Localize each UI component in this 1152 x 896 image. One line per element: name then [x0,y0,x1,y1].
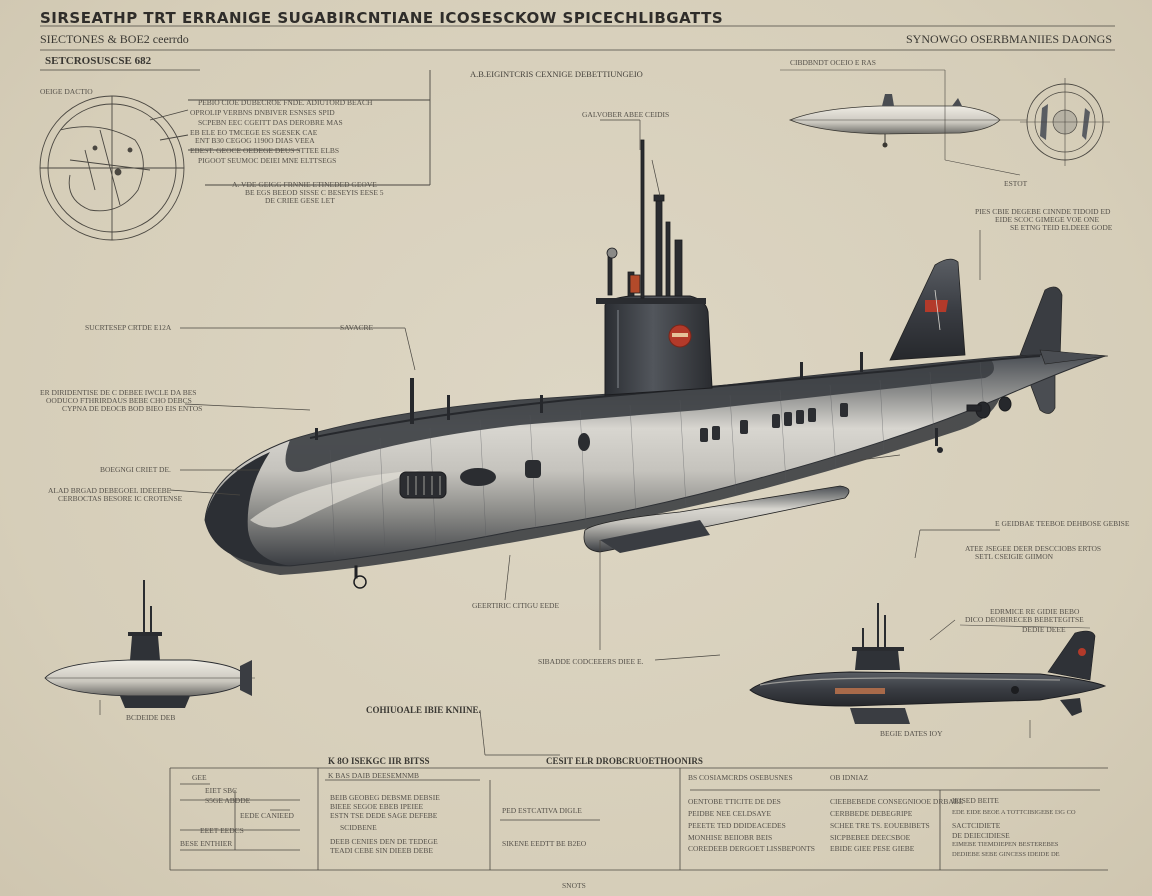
right-sub-note-2: DEDIE DEEE [1022,625,1066,634]
top-right-profile [780,69,1110,176]
sail-tag: SAVACRE [340,323,374,332]
top-right-label: CIBDBNDT OCEIO E RAS [790,58,876,67]
table-col1-row-5: BESE ENTHIER [180,839,233,848]
sail-label: SUCRTESEP CRTDE E12A [85,323,172,332]
table-col4-row-1: PEIDBE NEE CELDSAYE [688,809,772,818]
below-sub-label-2: SIBADDE CODCEEERS DIEE E. [538,657,644,666]
top-center-label: A.B.EIGINTCRIS CEXNIGE DEBETTIUNGEIO [470,69,643,79]
section-code: SETCROSUSCSE 682 [45,55,152,67]
inset-note-1: OPROLIP VERBNS DNBIVER ESNSES SPID [190,108,335,117]
left-note2: BOEGNGI CRIET DE. [100,465,171,474]
right-note-1: EIDE SCOC GIMEGE VOE ONE [995,215,1100,224]
subtitle-left: SIECTONES & BOE2 ceerrdo [40,32,189,46]
table-col5-row-3: SICPBEBEE DEECSBOE [830,833,911,842]
table-col1-row-0: GEE [192,773,207,782]
inset-note-2: SCPEBN EEC CGEITT DAS DEROBRE MAS [198,118,343,127]
table-col1-row-3: EEDE CANIEED [240,811,294,820]
small-sub-right [749,603,1107,738]
table-col2-row-0: BEIB GEOBEG DEBSME DEBSIE [330,793,440,802]
inset-note2-1: EBEST. GEOCE OEDEGE DEUS STTEE ELBS [190,146,340,155]
inset-note2-0: ENT B30 CEGOG 1190O DIAS VEEA [195,136,315,145]
inset-circle-diagram [39,70,431,241]
sub-center-note-2: DE CRIEE GESE LET [265,196,335,205]
table-col2-row-1: BIEEE SEGOE EBEB IPEIEE [330,802,424,811]
leader-lines [169,119,1000,756]
table-col2-row-3: SCIDBENE [340,823,377,832]
left-note3-0: ALAD BRGAD DEBEGOEL IDEEEBE [48,486,172,495]
left-note3-1: CERBOCTAS BESORE IC CROTENSE [58,494,183,503]
left-note1-2: CYPNA DE DEOCB BOD BIEO EIS ENTOS [62,404,203,413]
right-sub-note-1: DICO DEOBIRECEB BEBETEGITSE [965,615,1084,624]
header-rules [40,25,1115,71]
inset-note-3: EB ELE EO TMCEGE ES SGESEK CAE [190,128,318,137]
table-col4-row-0: OENTOBE TTICITE DE DES [688,797,781,806]
table-col6-row-3: EIMEBE TIEMDIEPEN BESTEREBES [952,841,1059,848]
small-sub-left [44,580,255,715]
table-col4-row-2: PEEETE TED DDIDEACEDES [688,821,786,830]
table-col2-header: K BAS DAIB DEESEMNMB [328,771,420,780]
right-mid-note-0: E GEIDBAE TEEBOE DEHBOSE GEBISE [995,519,1130,528]
below-sub-label: GEERTIRIC CITIGU EEDE [472,601,560,610]
footer-center-title: CESIT ELR DROBCRUOETHOONIRS [546,756,703,766]
small-left-sub-note: BCDEIDE DEB [126,713,176,722]
table-col4-header: BS COSIAMCRDS OSEBUSNES [688,773,793,782]
table-col4-row-4: COREDEEB DERGOET LISSBEPONTS [688,844,815,853]
main-submarine [204,139,1109,589]
right-note-2: SE ETNG TEID ELDEEE GODE [1010,223,1113,232]
right-note-0: PIES CBIE DEGEBE CINNDE TIDOID ED [975,207,1111,216]
table-col6-row-1: SACTCIDIETE [952,821,1001,830]
subtitle-right: SYNOWGO OSERBMANIIES DAONGS [905,32,1112,46]
table-col6-header: IEISED BEITE [952,796,999,805]
table-col4-row-3: MONHISE BEIIOBR BEIS [688,833,773,842]
table-col5-row-0: CIEEBEBEDE CONSEGNIOOE DRBABE [830,797,964,806]
table-col2-row-2: ESTN TSE DEDE SAGE DEFEBE [330,811,438,820]
bottom-right-small: BEGIE DATES IOY [880,729,943,738]
bottom-table-frame [169,767,1108,871]
table-col1-row-2: S5GE ABDDE [205,796,251,805]
center-label: COHIUOALE IBIE KNIINE. [366,705,481,715]
table-col2-row-5: TEADI CEBE SIN DIEEB DEBE [330,846,433,855]
right-mid-note-2: SETL CSEIGIE GIIMON [975,552,1054,561]
table-col3-row-1: SIKENE EEDTT BE B2EO [502,839,587,848]
table-col2-row-4: DEEB CENIES DEN DE TEDEGE [330,837,438,846]
top-right-small: ESTOT [1004,179,1028,188]
table-col1-row-1: EIET SBC [205,786,238,795]
table-col5-row-2: SCHEE TRE TS. EOUEBIBETS [830,821,930,830]
sub-center-note-1: BE EGS BEEOD SISSE C BESEYIS EESE 5 [245,188,384,197]
left-note1-1: OODUCO FTHRIRDAUS BEBE CHO DEBCS [46,396,192,405]
table-col6-row-4: DEDIEBE SEBE GINCESS IDEIDE DE [952,851,1060,858]
galvanic-label: GALVOBER ABEE CEIDIS [582,110,670,119]
inset-note2-2: PIGOOT SEUMOC DEIEI MNE ELTTSEGS [198,156,337,165]
left-note1-0: ER DIRIDENTISE DE C DEBEE IWCLE DA BES [40,388,197,397]
inset-note-0: PEBIO CIOE DUBECROE FNDE. ADIUTORD BEACH [198,98,373,107]
table-col5-row-1: CERBBEDE DEBEGRIPE [830,809,913,818]
footer-left-title: K 8O ISEKGC IIR BITSS [328,756,430,766]
table-col3-row-0: PED ESTCATIVA DIGLE [502,806,582,815]
table-col6-row-0: EDE EIDE BEOE A TOTTCIBIGEBE I3G CO [952,809,1076,816]
table-col5-header: OB IDNIAZ [830,773,869,782]
page-number: SNOTS [562,881,586,890]
inset-circle-title: OEIGE DACTIO [40,87,93,96]
right-mid-note-1: ATEE JSEGEE DEER DESCCIOBS ERTOS [965,544,1102,553]
table-col6-row-2: DE DEIECIDIESE [952,831,1010,840]
hull-ports [399,403,848,499]
table-col1-row-4: EEET EEDCS [200,826,244,835]
page-title: SIRSEATHP TRT ERRANIGE SUGABIRCNTIANE IC… [40,9,724,27]
table-col5-row-4: EBIDE GIEE PESE GIEBE [830,844,915,853]
right-sub-note-0: EDRMICE RE GIDIE BEBO [990,607,1080,616]
sub-center-note-0: A. VDE GEIGG FRNNIE ETINEDED GEOVE [232,180,377,189]
